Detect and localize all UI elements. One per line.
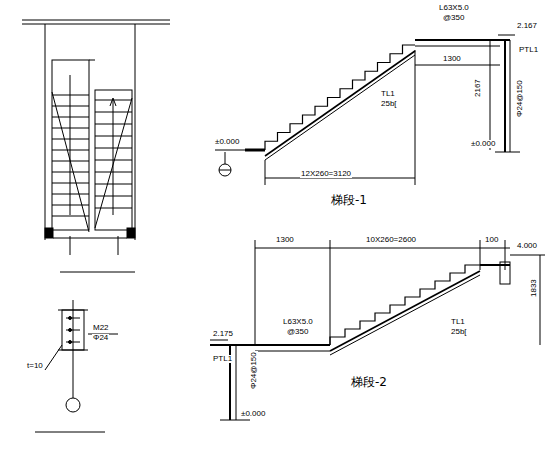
- dimension-label: 12X260=3120: [300, 170, 352, 178]
- dimension-label: @350: [286, 328, 309, 336]
- dimension-label: 2.167: [516, 22, 538, 30]
- dimension-label: L63X5.0: [282, 318, 314, 326]
- flight-1-section: [215, 35, 520, 185]
- view-title: 梯段-2: [350, 376, 388, 388]
- dimension-label: 10X260=2600: [365, 236, 417, 244]
- dimension-label: 4.000: [516, 242, 538, 250]
- stair-plan: [22, 20, 170, 272]
- dimension-label: ±0.000: [240, 410, 266, 418]
- dimension-label: 2.175: [212, 330, 234, 338]
- dimension-label: PTL1: [212, 355, 233, 363]
- dimension-label: 25b[: [450, 328, 468, 336]
- dimension-label: L63X5.0: [438, 4, 470, 12]
- dimension-label: TL1: [450, 318, 466, 326]
- dimension-label: 100: [484, 236, 499, 244]
- dimension-label: ±0.000: [470, 140, 496, 148]
- dimension-label: Φ24@150: [250, 351, 258, 390]
- dimension-label: 1300: [442, 55, 462, 63]
- dimension-label: 1300: [275, 236, 295, 244]
- flight-2-section: [210, 240, 545, 420]
- dimension-label: @350: [442, 14, 465, 22]
- dimension-label: 2167: [474, 78, 482, 98]
- dimension-label: 1833: [530, 278, 538, 298]
- dimension-label: TL1: [380, 90, 396, 98]
- dimension-label: PTL1: [518, 46, 539, 54]
- dimension-label: t=10: [26, 362, 44, 370]
- dimension-label: Φ24: [92, 334, 109, 342]
- dimension-label: Φ24@150: [516, 79, 524, 118]
- dimension-label: M22: [92, 324, 110, 332]
- view-title: 梯段-1: [330, 194, 368, 206]
- dimension-label: ±0.000: [214, 138, 240, 146]
- dimension-label: 25b[: [380, 100, 398, 108]
- connection-detail: [35, 300, 118, 432]
